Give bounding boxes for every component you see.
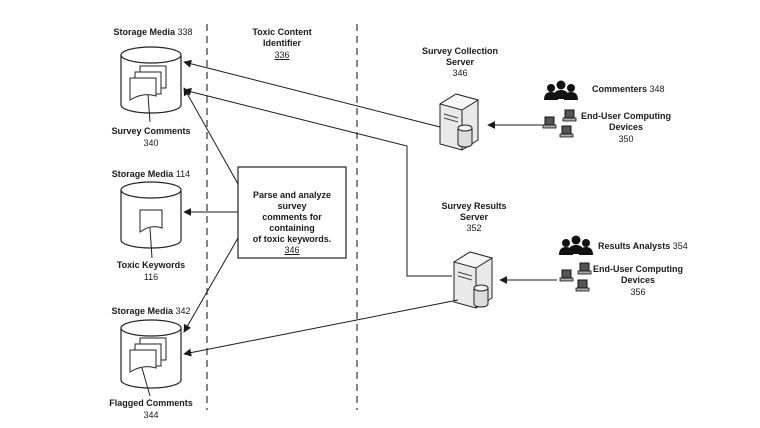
process-box-ref: 346 xyxy=(284,245,300,255)
commenters-name: Commenters xyxy=(592,84,648,94)
survey-comments-caption: Survey Comments xyxy=(111,126,191,136)
storage-media-342-ref: 342 xyxy=(175,306,191,316)
commenter-devices-title-1: End-User Computing xyxy=(581,111,671,121)
toxic-content-identifier-title-1: Toxic Content xyxy=(252,27,312,37)
process-box-line-3: of toxic keywords. xyxy=(252,234,332,244)
commenter-devices-icon xyxy=(542,109,577,138)
arrow-process-to-storage-342 xyxy=(183,237,239,333)
toxic-keywords-ref: 116 xyxy=(143,272,159,282)
process-box-line-2: comments for containing xyxy=(262,212,322,233)
flagged-comments-ref: 344 xyxy=(143,410,159,420)
commenter-devices-ref: 350 xyxy=(618,134,634,144)
results-analysts-people-icon xyxy=(559,235,593,255)
analyst-devices-title-1: End-User Computing xyxy=(593,264,683,274)
commenters-ref: 348 xyxy=(649,84,665,94)
collection-server-title-1: Survey Collection xyxy=(421,46,499,56)
arrow-results-server-to-storage-342 xyxy=(183,299,459,357)
storage-media-338-name: Storage Media xyxy=(113,27,175,37)
toxic-content-identifier-ref: 336 xyxy=(274,50,290,60)
toxic-content-identifier-title-2: Identifier xyxy=(262,38,301,48)
storage-media-114-ref: 114 xyxy=(175,169,191,179)
analyst-devices-title-2: Devices xyxy=(620,275,656,285)
storage-media-342-name: Storage Media xyxy=(111,306,173,316)
arrow-process-to-storage-338 xyxy=(183,87,239,185)
results-analysts-label: Results Analysts 354 xyxy=(598,241,688,252)
storage-media-338-ref: 338 xyxy=(177,27,193,37)
arrow-collection-server-to-storage-338 xyxy=(183,59,441,128)
storage-media-342-label: Storage Media 342 xyxy=(96,306,206,317)
results-server-ref: 352 xyxy=(466,223,482,233)
arrow-results-server-to-storage-338 xyxy=(183,87,452,277)
results-server-title-1: Survey Results xyxy=(441,201,507,211)
results-analysts-ref: 354 xyxy=(672,241,688,251)
results-server-title-2: Server xyxy=(459,212,489,222)
pointer-flagged-comments xyxy=(141,367,151,397)
survey-comments-ref: 340 xyxy=(143,138,159,148)
process-box xyxy=(237,166,347,259)
collection-server-title-2: Server xyxy=(445,57,475,67)
commenters-people-icon xyxy=(544,80,578,100)
pointer-survey-comments xyxy=(147,94,151,123)
storage-media-114-name: Storage Media xyxy=(111,169,174,179)
results-analysts-name: Results Analysts xyxy=(598,241,671,251)
survey-collection-server-icon xyxy=(438,93,480,151)
toxic-keywords-caption: Toxic Keywords xyxy=(116,260,186,270)
storage-media-338-cylinder-icon xyxy=(120,46,182,114)
storage-media-338-label: Storage Media 338 xyxy=(98,27,208,38)
commenters-label: Commenters 348 xyxy=(592,84,665,95)
collection-server-ref: 346 xyxy=(452,68,468,78)
analyst-devices-icon xyxy=(559,262,592,292)
survey-results-server-icon xyxy=(452,251,494,309)
commenter-devices-title-2: Devices xyxy=(608,122,644,132)
analyst-devices-ref: 356 xyxy=(630,287,646,297)
storage-media-114-label: Storage Media 114 xyxy=(96,169,206,180)
pointer-toxic-keywords xyxy=(149,227,153,259)
process-box-line-1: Parse and analyze survey xyxy=(252,190,332,211)
process-box-text: Parse and analyze survey comments for co… xyxy=(240,190,344,256)
flagged-comments-caption: Flagged Comments xyxy=(109,398,193,408)
storage-media-114-cylinder-icon xyxy=(120,181,182,249)
storage-media-342-cylinder-icon xyxy=(120,319,182,389)
